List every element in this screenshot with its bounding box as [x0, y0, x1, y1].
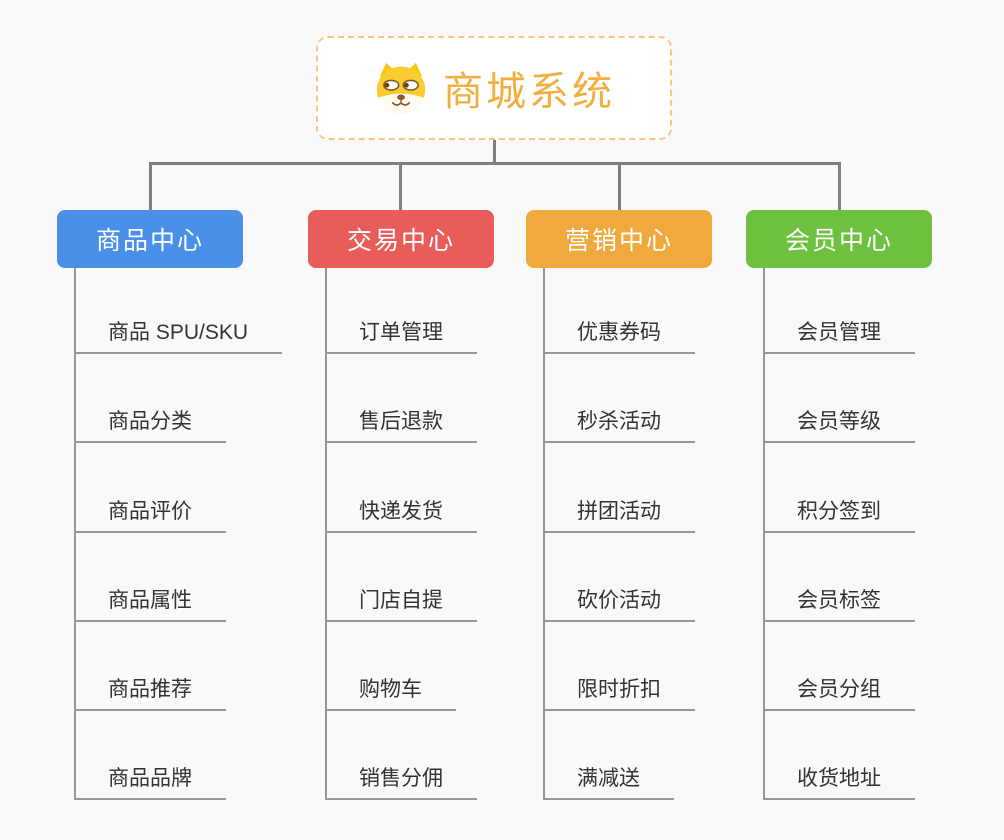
leaf-node[interactable]: 商品品牌: [76, 762, 226, 801]
leaf-node[interactable]: 商品评价: [76, 495, 226, 533]
leaf-node[interactable]: 砍价活动: [545, 584, 695, 622]
leaf-row: 门店自提: [327, 533, 477, 622]
branch-children-product: 商品 SPU/SKU 商品分类 商品评价 商品属性 商品推荐 商品品牌: [74, 268, 283, 801]
leaf-node[interactable]: 会员分组: [765, 673, 915, 712]
leaf-node[interactable]: 限时折扣: [545, 673, 695, 712]
leaf-node[interactable]: 会员管理: [765, 316, 915, 354]
leaf-row: 秒杀活动: [545, 354, 695, 444]
branch-label: 营销中心: [564, 227, 673, 255]
leaf-row: 商品分类: [76, 354, 282, 444]
branch-children-member: 会员管理 会员等级 积分签到 会员标签 会员分组 收货地址: [763, 268, 915, 801]
leaf-node[interactable]: 门店自提: [327, 584, 477, 622]
leaf-row: 商品品牌: [76, 711, 282, 801]
leaf-node[interactable]: 商品 SPU/SKU: [76, 316, 283, 354]
leaf-node[interactable]: 商品分类: [76, 405, 226, 444]
leaf-row: 会员分组: [765, 622, 915, 712]
leaf-node[interactable]: 快递发货: [327, 495, 477, 533]
branch-label: 商品中心: [95, 227, 204, 255]
leaf-row: 销售分佣: [327, 711, 477, 801]
leaf-row: 拼团活动: [545, 443, 695, 533]
leaf-row: 商品推荐: [76, 622, 282, 712]
branch-node-member-center[interactable]: 会员中心: [746, 210, 932, 268]
leaf-row: 商品属性: [76, 533, 282, 622]
leaf-node[interactable]: 秒杀活动: [545, 405, 695, 444]
leaf-node[interactable]: 售后退款: [327, 405, 477, 444]
branch-node-product-center[interactable]: 商品中心: [57, 210, 243, 268]
leaf-node[interactable]: 会员等级: [765, 405, 915, 444]
leaf-node[interactable]: 优惠券码: [545, 316, 695, 354]
leaf-node[interactable]: 积分签到: [765, 495, 915, 533]
leaf-row: 快递发货: [327, 443, 477, 533]
dog-face-icon: [376, 62, 426, 114]
leaf-node[interactable]: 会员标签: [765, 584, 915, 622]
leaf-row: 满减送: [545, 711, 695, 801]
branch-children-marketing: 优惠券码 秒杀活动 拼团活动 砍价活动 限时折扣 满减送: [543, 268, 695, 801]
leaf-row: 会员等级: [765, 354, 915, 444]
leaf-row: 优惠券码: [545, 268, 695, 354]
leaf-node[interactable]: 购物车: [327, 673, 456, 712]
branch-node-trade-center[interactable]: 交易中心: [308, 210, 494, 268]
connector-root-stem: [492, 140, 496, 163]
leaf-node[interactable]: 收货地址: [765, 762, 915, 801]
leaf-row: 会员标签: [765, 533, 915, 622]
connector-drop-member: [837, 162, 841, 210]
leaf-row: 商品 SPU/SKU: [76, 268, 283, 354]
branch-node-marketing-center[interactable]: 营销中心: [526, 210, 712, 268]
branch-label: 交易中心: [346, 227, 455, 255]
leaf-row: 积分签到: [765, 443, 915, 533]
leaf-row: 限时折扣: [545, 622, 695, 712]
leaf-row: 砍价活动: [545, 533, 695, 622]
branch-children-trade: 订单管理 售后退款 快递发货 门店自提 购物车 销售分佣: [325, 268, 477, 801]
connector-horizontal-bar: [148, 162, 840, 165]
root-title: 商城系统: [443, 70, 615, 114]
leaf-node[interactable]: 满减送: [545, 762, 674, 801]
connector-drop-marketing: [617, 162, 621, 210]
root-node[interactable]: 商城系统: [316, 36, 672, 140]
leaf-node[interactable]: 拼团活动: [545, 495, 695, 533]
leaf-node[interactable]: 商品推荐: [76, 673, 226, 712]
leaf-row: 收货地址: [765, 711, 915, 801]
leaf-node[interactable]: 订单管理: [327, 316, 477, 354]
leaf-row: 订单管理: [327, 268, 477, 354]
leaf-row: 售后退款: [327, 354, 477, 444]
leaf-row: 会员管理: [765, 268, 915, 354]
connector-drop-trade: [399, 162, 402, 210]
connector-drop-product: [148, 162, 152, 210]
leaf-row: 购物车: [327, 622, 477, 712]
branch-label: 会员中心: [784, 227, 893, 255]
leaf-row: 商品评价: [76, 443, 282, 533]
leaf-node[interactable]: 商品属性: [76, 584, 226, 622]
leaf-node[interactable]: 销售分佣: [327, 762, 477, 801]
